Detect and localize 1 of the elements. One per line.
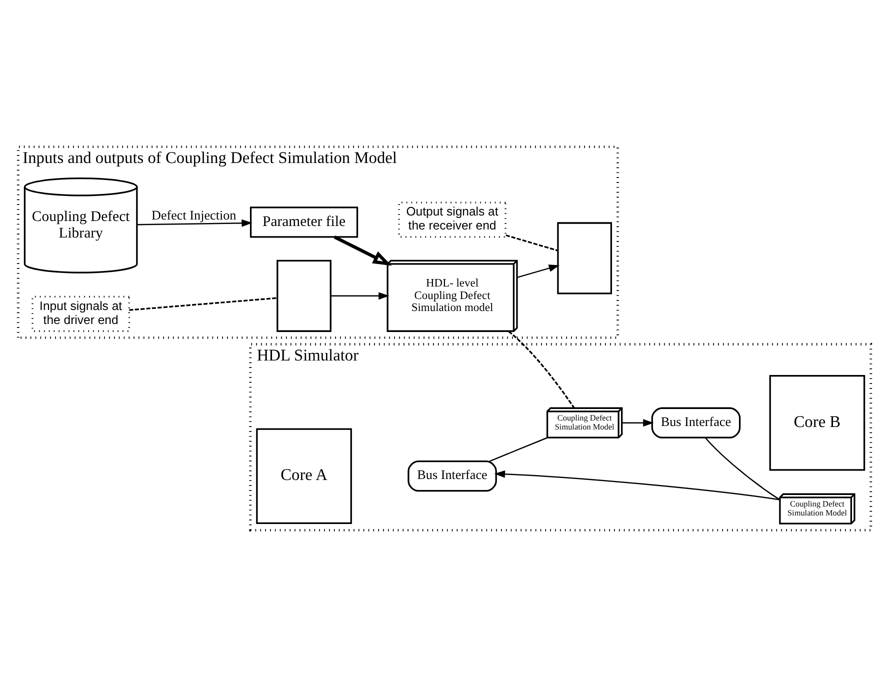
edge-label: Defect Injection: [152, 208, 236, 223]
